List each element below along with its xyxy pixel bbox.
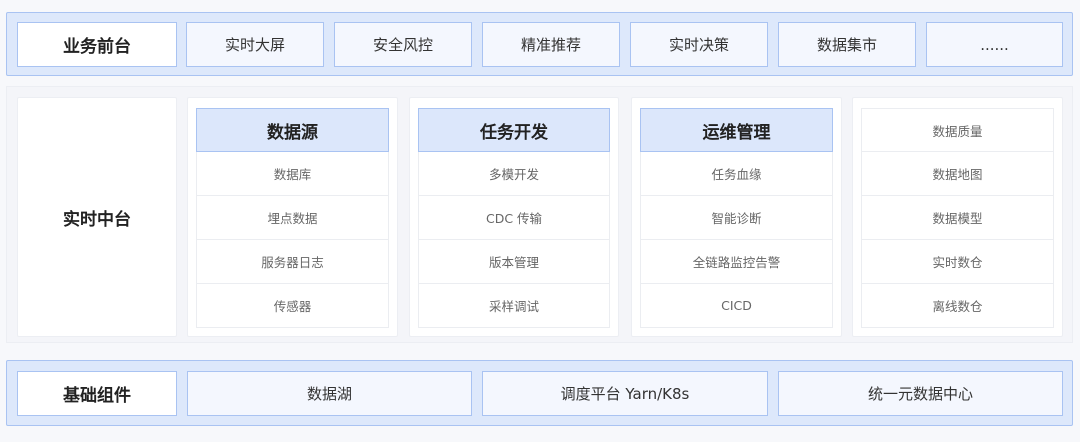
base-item: 统一元数据中心 <box>778 371 1063 416</box>
column-item: 数据模型 <box>861 196 1054 240</box>
column-item: CICD <box>640 284 833 328</box>
column-item: 版本管理 <box>418 240 610 284</box>
column-data-governance: 数据质量 数据地图 数据模型 实时数仓 离线数仓 <box>852 97 1063 337</box>
business-item: 安全风控 <box>334 22 472 67</box>
column-item: 数据质量 <box>861 108 1054 152</box>
business-item-more: ...... <box>926 22 1063 67</box>
column-item: 数据库 <box>196 152 389 196</box>
column-item: 采样调试 <box>418 284 610 328</box>
business-item: 实时大屏 <box>186 22 324 67</box>
layer-title-business: 业务前台 <box>17 22 177 67</box>
column-header: 任务开发 <box>418 108 610 152</box>
column-header: 数据源 <box>196 108 389 152</box>
base-item: 调度平台 Yarn/K8s <box>482 371 768 416</box>
column-item: CDC 传输 <box>418 196 610 240</box>
column-item: 全链路监控告警 <box>640 240 833 284</box>
column-task-dev: 任务开发 多模开发 CDC 传输 版本管理 采样调试 <box>409 97 619 337</box>
column-ops: 运维管理 任务血缘 智能诊断 全链路监控告警 CICD <box>631 97 842 337</box>
column-item: 任务血缘 <box>640 152 833 196</box>
layer-title-base: 基础组件 <box>17 371 177 416</box>
column-item: 智能诊断 <box>640 196 833 240</box>
column-data-source: 数据源 数据库 埋点数据 服务器日志 传感器 <box>187 97 398 337</box>
column-item: 离线数仓 <box>861 284 1054 328</box>
column-item: 实时数仓 <box>861 240 1054 284</box>
column-item: 传感器 <box>196 284 389 328</box>
column-item: 多模开发 <box>418 152 610 196</box>
business-item: 精准推荐 <box>482 22 620 67</box>
column-item: 埋点数据 <box>196 196 389 240</box>
layer-title-realtime: 实时中台 <box>17 97 177 337</box>
column-item: 服务器日志 <box>196 240 389 284</box>
column-header: 运维管理 <box>640 108 833 152</box>
base-item: 数据湖 <box>187 371 472 416</box>
business-item: 数据集市 <box>778 22 916 67</box>
column-item: 数据地图 <box>861 152 1054 196</box>
realtime-title-text: 实时中台 <box>63 209 131 230</box>
business-item: 实时决策 <box>630 22 768 67</box>
